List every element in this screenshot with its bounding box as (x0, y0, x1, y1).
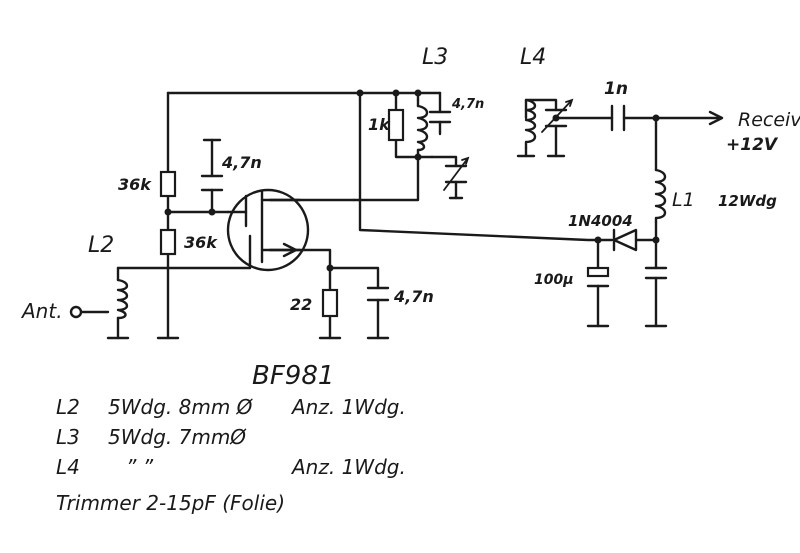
label-diode: 1N4004 (568, 212, 633, 230)
resistor-22 (321, 288, 339, 318)
label-c47n-l3: 4,7n (451, 97, 484, 112)
capacitor-47n-source (366, 286, 390, 302)
label-bf981: BF981 (252, 361, 334, 391)
label-l1-wdg: 12Wdg (718, 192, 777, 210)
label-receiver: Receiver (738, 109, 800, 131)
capacitor-100u (586, 266, 610, 288)
label-c47n-gate: 4,7n (221, 153, 262, 172)
junctions (164, 89, 660, 272)
coil-notes: L2 5Wdg. 8mm Ø Anz. 1Wdg. L3 5Wdg. 7mmØ … (56, 395, 406, 515)
trimmer-l4 (541, 98, 574, 133)
note-l2-spec: 5Wdg. 8mm Ø (108, 395, 254, 419)
label-1k: 1k (368, 115, 391, 134)
label-c47n-source: 4,7n (393, 287, 434, 306)
capacitor-47n-l3 (428, 110, 452, 124)
label-l3: L3 (422, 45, 448, 70)
label-l1: L1 (672, 189, 695, 211)
label-l2: L2 (88, 233, 114, 258)
coil-l1 (654, 168, 667, 224)
capacitor-1n (610, 104, 626, 132)
coil-l2 (116, 278, 129, 320)
coil-l3 (416, 104, 429, 152)
note-l3-spec: 5Wdg. 7mmØ (108, 425, 247, 449)
label-100u: 100µ (534, 272, 574, 288)
label-12v: +12V (726, 135, 779, 155)
note-l4-tap: Anz. 1Wdg. (290, 455, 406, 479)
capacitor-47n-gate (200, 138, 224, 192)
antenna-terminal (69, 305, 83, 319)
label-ant: Ant. (20, 299, 63, 323)
capacitor-l1-bypass (644, 266, 668, 280)
label-22: 22 (290, 295, 312, 314)
label-36k-bottom: 36k (184, 233, 218, 252)
trimmer-l3 (443, 156, 470, 200)
resistor-36k-bottom (159, 228, 177, 256)
transistor-bf981 (226, 188, 310, 272)
resistor-1k (387, 108, 405, 142)
note-l2-coil: L2 (56, 395, 80, 419)
coil-l4 (524, 98, 537, 150)
resistor-36k-top (159, 170, 177, 198)
note-l4-coil: L4 (56, 455, 80, 479)
note-l2-tap: Anz. 1Wdg. (290, 395, 406, 419)
note-trimmer: Trimmer 2-15pF (Folie) (56, 491, 285, 515)
diode-1n4004 (612, 228, 638, 252)
label-36k-top: 36k (118, 175, 152, 194)
note-l4-spec: ” ” (126, 455, 154, 479)
label-l4: L4 (520, 45, 546, 70)
note-l3-coil: L3 (56, 425, 80, 449)
label-1n: 1n (604, 79, 628, 99)
